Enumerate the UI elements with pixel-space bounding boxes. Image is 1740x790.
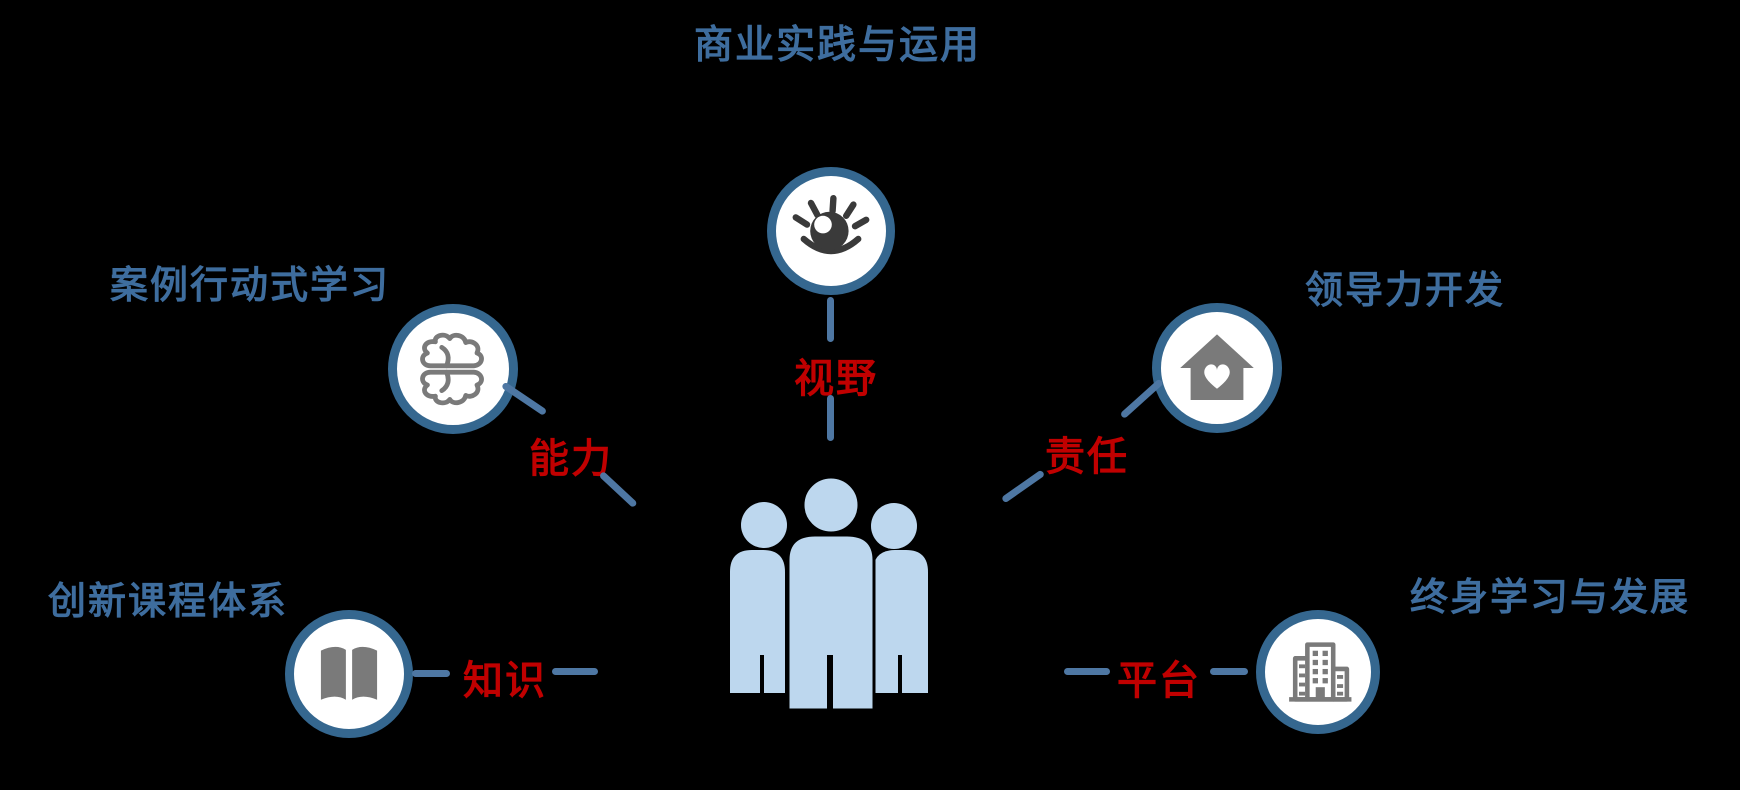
knowledge-line-left <box>412 670 450 677</box>
brain-icon <box>420 332 484 406</box>
platform-circle <box>1256 610 1380 734</box>
responsibility-line-upper <box>1119 378 1164 420</box>
platform-line-left <box>1064 668 1110 675</box>
vision-circle <box>767 167 895 295</box>
knowledge-circle <box>285 610 413 738</box>
responsibility-circle <box>1152 303 1282 433</box>
diagram-title: 商业实践与运用 <box>694 24 982 67</box>
eye-icon <box>792 195 870 255</box>
people-group-icon <box>730 475 928 712</box>
open-book-icon <box>320 646 378 700</box>
building-icon <box>1289 642 1352 702</box>
knowledge-label: 创新课程体系 <box>48 581 289 623</box>
responsibility-keyword: 责任 <box>1045 435 1129 479</box>
house-heart-icon <box>1180 334 1254 400</box>
ability-circle <box>388 304 518 434</box>
vision-keyword: 视野 <box>794 357 878 401</box>
vision-line-top <box>827 297 834 342</box>
ability-keyword: 能力 <box>529 437 613 481</box>
vision-line-bottom <box>827 395 834 441</box>
ability-label: 案例行动式学习 <box>110 265 391 307</box>
knowledge-keyword: 知识 <box>463 659 547 703</box>
responsibility-label: 领导力开发 <box>1305 270 1506 312</box>
platform-line-right <box>1210 668 1248 675</box>
knowledge-line-right <box>552 668 598 675</box>
platform-label: 终身学习与发展 <box>1410 577 1691 619</box>
responsibility-line-lower <box>1000 469 1046 504</box>
platform-keyword: 平台 <box>1117 659 1201 703</box>
ability-line-lower <box>598 470 638 509</box>
